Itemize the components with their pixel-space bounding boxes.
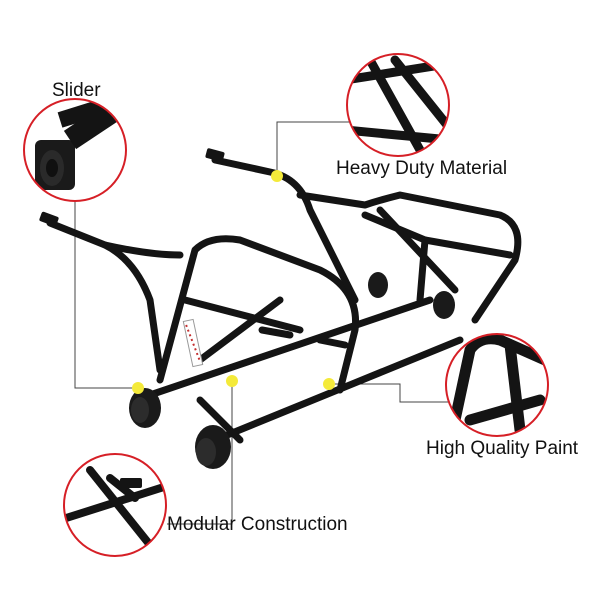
brand-sticker xyxy=(182,318,204,368)
mount-tab-rear xyxy=(205,148,225,162)
frame-bottom-rail-right xyxy=(211,336,464,444)
frame-rear-diagonal xyxy=(376,206,459,294)
leader-line-heavy-duty xyxy=(276,121,352,176)
frame-tab-left xyxy=(258,326,294,339)
frame-front-rail xyxy=(181,296,304,334)
callout-modular xyxy=(63,453,167,557)
frame-rear-crossbar xyxy=(421,236,514,259)
frame-front-loop xyxy=(156,235,360,394)
marker-heavy-duty xyxy=(271,170,283,182)
callout-paint xyxy=(445,333,549,437)
label-high-quality-paint: High Quality Paint xyxy=(426,438,579,459)
stand-frame xyxy=(46,156,522,444)
leader-line-slider xyxy=(74,198,138,389)
callout-slider xyxy=(23,98,127,202)
frame-left-crossbar xyxy=(101,241,184,259)
frame-tab-right xyxy=(316,336,349,349)
markers xyxy=(132,170,335,394)
marker-slider xyxy=(132,382,144,394)
frame-bottom-cross xyxy=(196,396,244,444)
frame-rear-loop xyxy=(296,191,522,324)
frame-bottom-rail-left xyxy=(146,296,434,399)
slider-foot-rear-right xyxy=(433,291,455,319)
marker-modular xyxy=(226,375,238,387)
slider-foot-rear-left xyxy=(368,272,388,298)
label-heavy-duty-material: Heavy Duty Material xyxy=(336,158,508,179)
frame-rear-prong xyxy=(211,156,359,304)
label-slider: Slider xyxy=(52,80,101,101)
feet-sliders xyxy=(129,272,455,469)
frame-front-brace xyxy=(196,296,284,364)
mount-tab-left xyxy=(39,211,59,227)
leader-line-paint xyxy=(329,383,452,403)
callout-heavy-duty xyxy=(346,53,450,157)
marker-paint xyxy=(323,378,335,390)
mount-tabs xyxy=(39,148,225,227)
label-modular-construction: Modular Construction xyxy=(167,514,348,535)
